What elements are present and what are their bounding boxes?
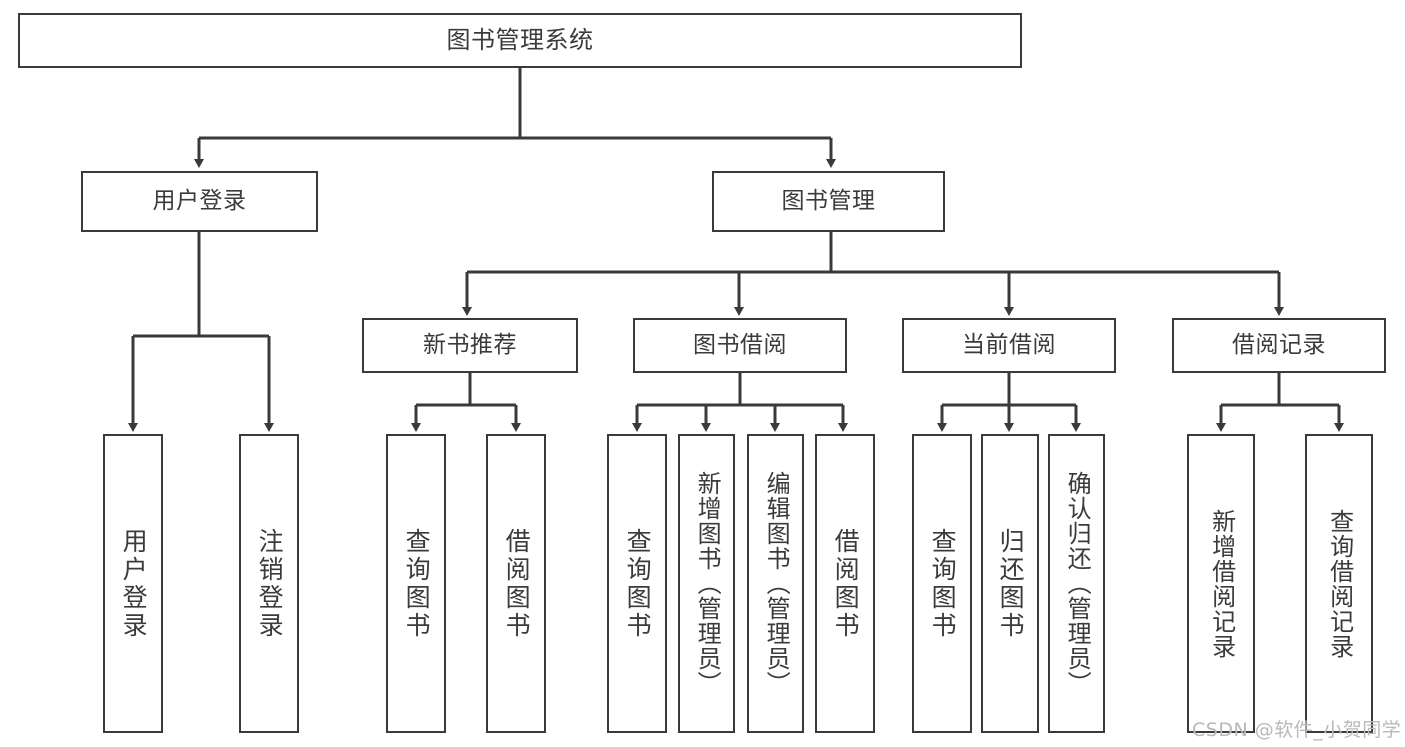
node-label: 查询图书 [928, 527, 958, 640]
node-borrow-record[interactable]: 借阅记录 [1172, 318, 1386, 373]
node-book-borrow[interactable]: 图书借阅 [633, 318, 847, 373]
node-book-management[interactable]: 图书管理 [712, 171, 945, 232]
node-label: 查询图书 [623, 527, 653, 640]
leaf-edit-book-admin[interactable]: 编辑图书（管理员） [747, 434, 804, 733]
node-label: 新增图书（管理员） [693, 471, 722, 696]
leaf-add-book-admin[interactable]: 新增图书（管理员） [678, 434, 735, 733]
node-current-borrow[interactable]: 当前借阅 [902, 318, 1116, 373]
node-new-book-recommendation[interactable]: 新书推荐 [362, 318, 578, 373]
leaf-query-book-recommend[interactable]: 查询图书 [386, 434, 446, 733]
node-label: 用户登录 [119, 527, 149, 640]
node-label: 新书推荐 [423, 331, 517, 358]
node-root-book-management-system[interactable]: 图书管理系统 [18, 13, 1022, 68]
node-label: 当前借阅 [962, 331, 1056, 358]
leaf-confirm-return-admin[interactable]: 确认归还（管理员） [1048, 434, 1105, 733]
node-label: 图书管理系统 [446, 26, 594, 55]
node-user-login[interactable]: 用户登录 [81, 171, 318, 232]
node-label: 借阅图书 [502, 527, 532, 640]
node-label: 图书借阅 [693, 331, 787, 358]
node-label: 归还图书 [996, 527, 1026, 640]
node-label: 新增借阅记录 [1207, 508, 1236, 659]
node-label: 借阅图书 [831, 527, 861, 640]
node-label: 用户登录 [152, 187, 247, 214]
node-label: 确认归还（管理员） [1063, 471, 1092, 696]
csdn-watermark: CSDN @软件_小贺同学 [1192, 719, 1402, 741]
leaf-logout[interactable]: 注销登录 [239, 434, 299, 733]
leaf-borrow-book[interactable]: 借阅图书 [815, 434, 875, 733]
leaf-query-borrow-record[interactable]: 查询借阅记录 [1305, 434, 1373, 733]
leaf-return-book[interactable]: 归还图书 [981, 434, 1039, 733]
leaf-add-borrow-record[interactable]: 新增借阅记录 [1187, 434, 1255, 733]
leaf-user-login[interactable]: 用户登录 [103, 434, 163, 733]
node-label: 借阅记录 [1232, 331, 1326, 358]
node-label: 查询图书 [402, 527, 432, 640]
leaf-borrow-book-recommend[interactable]: 借阅图书 [486, 434, 546, 733]
node-label: 编辑图书（管理员） [762, 471, 791, 696]
leaf-query-book-borrow[interactable]: 查询图书 [607, 434, 667, 733]
node-label: 查询借阅记录 [1325, 508, 1354, 659]
node-label: 图书管理 [781, 187, 876, 214]
node-label: 注销登录 [255, 527, 285, 640]
leaf-query-book-current[interactable]: 查询图书 [912, 434, 972, 733]
